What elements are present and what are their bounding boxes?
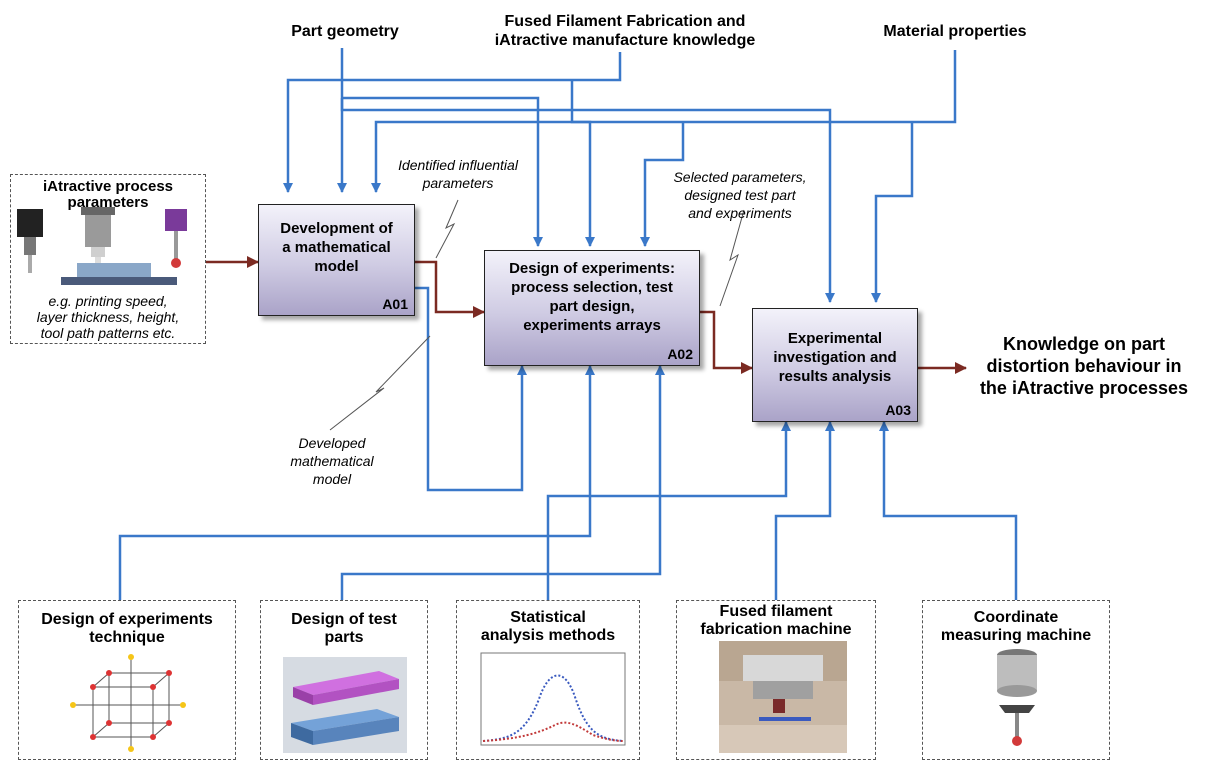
control-line-geometry-a03 <box>340 98 835 303</box>
mech-fff-line1: Fused filament <box>719 603 833 620</box>
fff-machine-photo <box>719 641 847 753</box>
flow-arrow-a02-a03 <box>700 310 753 374</box>
mechanism-doe-caption: Design of experiments technique <box>19 611 235 647</box>
a01-line1: Development of <box>280 220 393 237</box>
input-desc-line3: tool path patterns etc. <box>40 325 176 341</box>
mech-test-line1: Design of test <box>291 611 397 628</box>
a02-line1: Design of experiments: <box>509 260 675 277</box>
mechanism-line-doe <box>118 365 595 602</box>
fff-knowledge-line1: Fused Filament Fabrication and <box>504 13 746 30</box>
cmm-probe-illustration <box>997 649 1037 746</box>
a01-line2: a mathematical <box>282 239 391 256</box>
mechanism-line-cmm <box>879 421 1018 602</box>
output-line1: Knowledge on part <box>1003 334 1165 354</box>
activity-box-a01: Development of a mathematical model A01 <box>258 204 415 316</box>
fff-knowledge-label: Fused Filament Fabrication and iAtractiv… <box>455 12 795 50</box>
mechanism-cmm-caption: Coordinate measuring machine <box>923 609 1109 645</box>
output-line3: the iAtractive processes <box>979 378 1189 398</box>
identified-line1: Identified influential <box>398 157 518 173</box>
mech-doe-line2: technique <box>89 629 165 646</box>
output-knowledge: Knowledge on part distortion behaviour i… <box>966 333 1202 399</box>
developed-line3: model <box>312 471 352 487</box>
cube-design-illustration <box>70 654 186 752</box>
annotation-identified-parameters: Identified influential parameters <box>368 156 548 192</box>
mechanism-box-doe-technique: Design of experiments technique <box>18 600 236 760</box>
fff-knowledge-line2: iAtractive manufacture knowledge <box>494 32 756 49</box>
a02-line2: process selection, test <box>511 279 673 296</box>
control-line-knowledge <box>283 52 622 193</box>
input-title-line2: parameters <box>67 194 149 211</box>
mech-test-line2: parts <box>324 629 364 646</box>
a01-line3: model <box>314 258 359 275</box>
mech-stats-line1: Statistical <box>510 609 586 626</box>
part-geometry-label: Part geometry <box>291 23 399 40</box>
a03-line2: investigation and <box>773 349 897 366</box>
feedback-line-model <box>415 286 527 492</box>
annotation-selected-parameters: Selected parameters, designed test part … <box>650 168 830 222</box>
flow-arrow-a01-a02 <box>415 260 485 318</box>
mech-fff-line2: fabrication machine <box>700 621 852 638</box>
mech-cmm-line2: measuring machine <box>940 627 1092 644</box>
mechanism-box-fff-machine: Fused filament fabrication machine <box>676 600 876 760</box>
machine-tools-illustration <box>17 207 187 285</box>
material-properties-label: Material properties <box>883 23 1027 40</box>
input-desc-line1: e.g. printing speed, <box>48 293 168 309</box>
statistics-plot-illustration <box>480 652 626 746</box>
mechanism-fff-caption: Fused filament fabrication machine <box>677 603 875 639</box>
control-line-knowledge-a02 <box>570 80 595 247</box>
selected-line1: Selected parameters, <box>673 169 807 185</box>
a03-line1: Experimental <box>787 330 883 347</box>
leader-developed <box>329 335 431 431</box>
a01-code: A01 <box>382 296 408 312</box>
mechanism-box-test-parts: Design of test parts <box>260 600 428 760</box>
a02-title: Design of experiments: process selection… <box>485 259 699 335</box>
a01-title: Development of a mathematical model <box>259 219 414 276</box>
selected-line3: and experiments <box>688 205 792 221</box>
annotation-developed-model: Developed mathematical model <box>262 434 402 488</box>
input-parameters-box: iAtractive process parameters e.g. print… <box>10 174 206 344</box>
a03-title: Experimental investigation and results a… <box>753 329 917 386</box>
input-desc-line2: layer thickness, height, <box>36 309 180 325</box>
developed-line1: Developed <box>298 435 366 451</box>
mechanism-box-statistics: Statistical analysis methods <box>456 600 640 760</box>
test-parts-illustration <box>283 657 407 753</box>
developed-line2: mathematical <box>290 453 374 469</box>
leader-selected <box>719 209 745 307</box>
activity-box-a02: Design of experiments: process selection… <box>484 250 700 366</box>
mechanism-line-stats <box>546 421 791 602</box>
mech-stats-line2: analysis methods <box>480 627 616 644</box>
selected-line2: designed test part <box>684 187 796 203</box>
mechanism-line-test-parts <box>340 365 665 602</box>
input-description: e.g. printing speed, layer thickness, he… <box>11 293 205 341</box>
mech-doe-line1: Design of experiments <box>41 611 213 628</box>
output-line2: distortion behaviour in <box>986 356 1182 376</box>
a03-line3: results analysis <box>778 368 892 385</box>
mech-cmm-line1: Coordinate <box>973 609 1059 626</box>
leader-identified <box>435 199 459 259</box>
mechanism-statistics-caption: Statistical analysis methods <box>457 609 639 645</box>
input-title: iAtractive process parameters <box>11 179 205 211</box>
a02-line4: experiments arrays <box>523 317 661 334</box>
control-line-material <box>371 50 957 193</box>
a02-code: A02 <box>667 346 693 362</box>
activity-box-a03: Experimental investigation and results a… <box>752 308 918 422</box>
a02-line3: part design, <box>549 298 635 315</box>
identified-line2: parameters <box>422 175 494 191</box>
mechanism-test-parts-caption: Design of test parts <box>261 611 427 647</box>
control-line-geometry-a02 <box>342 96 543 247</box>
control-line-material-a02 <box>640 122 685 247</box>
input-title-line1: iAtractive process <box>42 178 174 195</box>
mechanism-box-cmm: Coordinate measuring machine <box>922 600 1110 760</box>
control-line-material-a03 <box>871 122 914 303</box>
a03-code: A03 <box>885 402 911 418</box>
mechanism-line-fff <box>774 421 835 602</box>
